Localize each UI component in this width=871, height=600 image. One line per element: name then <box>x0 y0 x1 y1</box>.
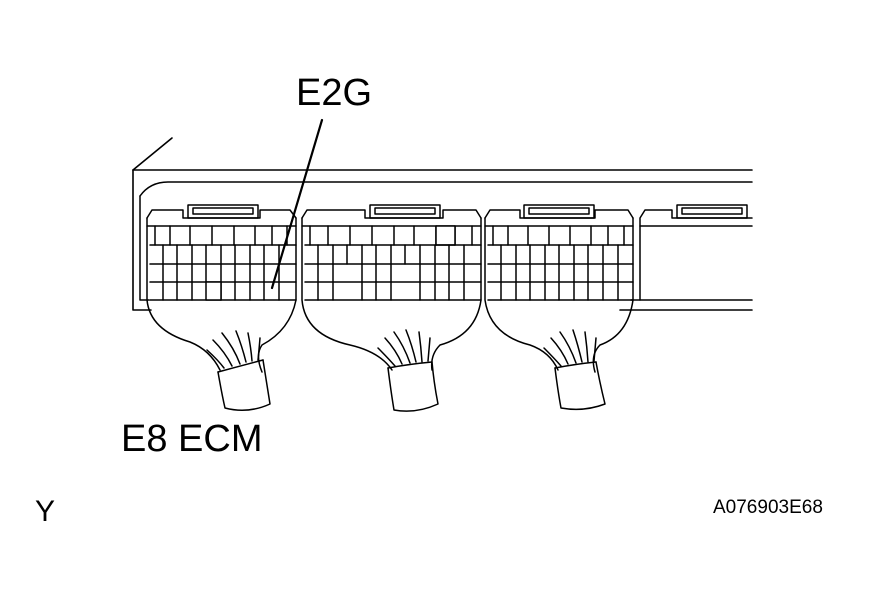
connector-e8 <box>146 204 297 373</box>
connector-right <box>484 204 634 373</box>
connector-far-right <box>639 204 753 301</box>
wire-harness-middle <box>377 329 439 412</box>
figure-code: A076903E68 <box>713 497 823 518</box>
pin-leader-line <box>270 118 324 290</box>
ecm-housing <box>132 137 753 311</box>
wire-harness-e8 <box>206 330 271 411</box>
wire-harness-right <box>543 329 606 411</box>
pin-label: E2G <box>296 72 373 114</box>
connector-middle <box>301 204 482 371</box>
corner-letter: Y <box>35 495 56 528</box>
connector-label: E8 ECM <box>121 418 263 460</box>
